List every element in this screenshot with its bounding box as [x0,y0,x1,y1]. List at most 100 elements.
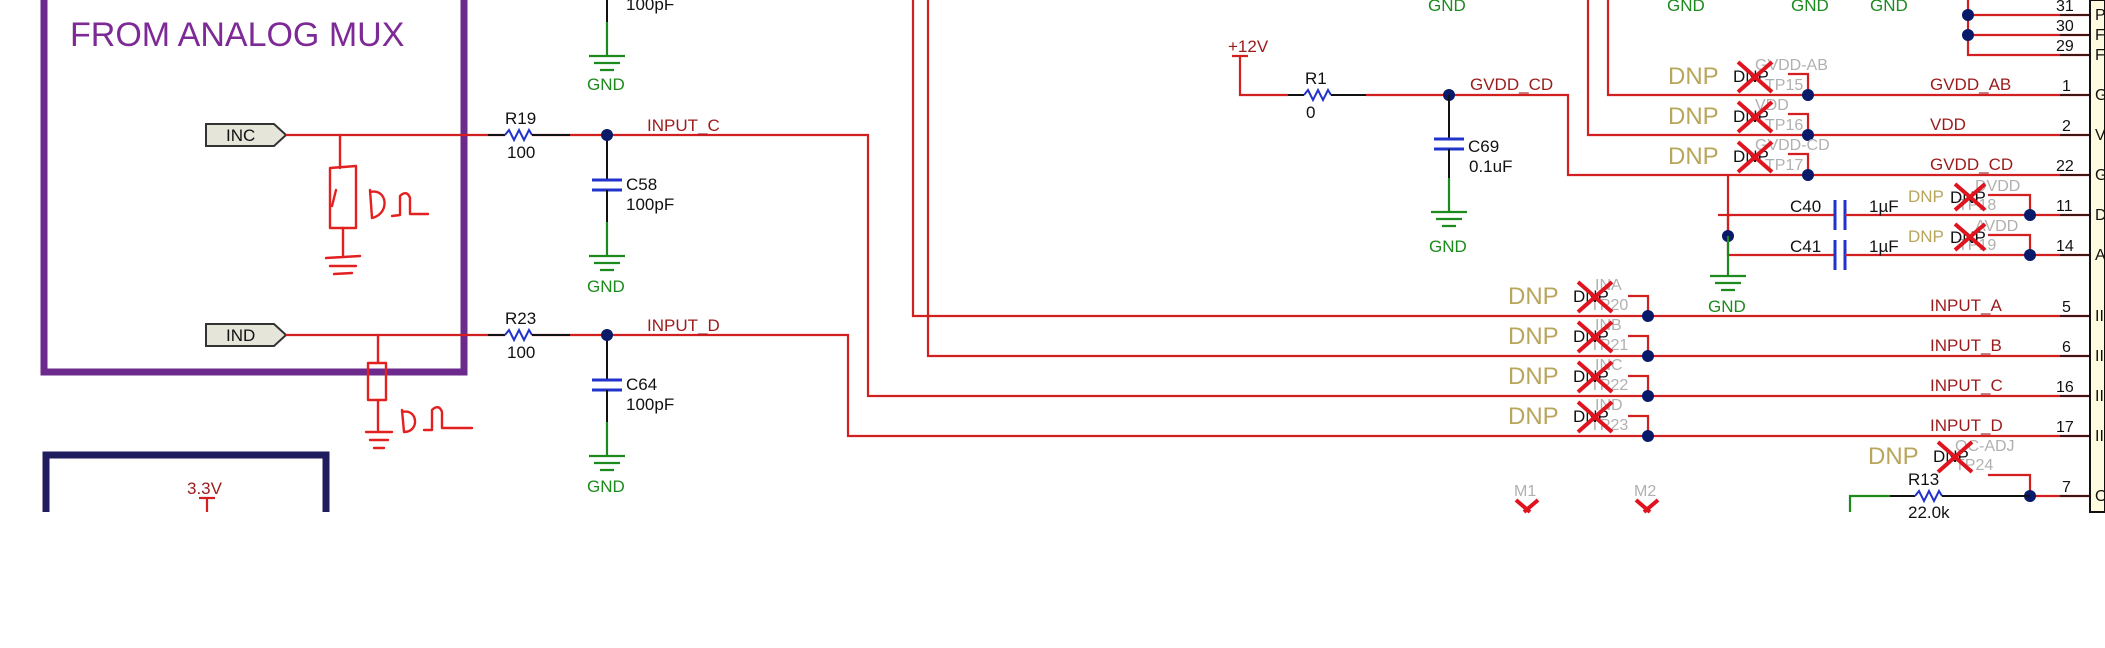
gnd-label: GND [587,477,625,496]
jumper-tp20-ina: DNP INA TP20 DNP [1508,277,1628,314]
net-gvdd-cd-right: GVDD_CD [1930,155,2013,174]
pin-number: 5 [2062,299,2071,316]
pin-name: P [2095,7,2105,24]
jumper-tp17-gvdd-cd: DNP GVDD-CD TP17 DNP [1668,137,1830,174]
pin-number: 11 [2056,198,2073,215]
c69-value: 0.1uF [1469,157,1512,176]
r13-value: 22.0k [1908,503,1950,522]
gnd-label: GND [1870,0,1908,15]
c40-value: 1µF [1869,197,1899,216]
ink-annotation-lower [364,333,474,450]
capacitor-c40: C40 1µF [1790,197,1910,230]
jumper-tp18-dvdd: DNP DVDD TP18 DNP [1908,178,2020,214]
gnd-label: GND [1708,297,1746,316]
jumper-tp21-inb: DNP INB TP21 DNP [1508,317,1628,354]
ic-connector-edge: 31 30 29 1 2 22 11 14 5 6 16 17 7 P F F … [2056,0,2105,513]
gnd-label: GND [1791,0,1829,15]
jumper-tp15-gvdd-ab: DNP GVDD-AB TP15 DNP [1668,57,1828,94]
power-12v-label: +12V [1228,37,1269,56]
c64-value: 100pF [626,395,674,414]
capacitor-c41: C41 1µF [1790,237,1910,270]
jumper-ref: TP16 [1765,117,1803,134]
jumper-tp19-avdd: DNP AVDD TP19 DNP [1908,218,2018,254]
gnd-label: GND [587,277,625,296]
analog-mux-title: FROM ANALOG MUX [70,16,404,54]
mount-m2: M2 [1634,483,1660,514]
pin-number: 30 [2056,18,2074,35]
port-inc: INC [205,123,288,147]
pin-name: F [2095,27,2105,44]
dnp-label: DNP [1508,363,1559,390]
pin-name: F [2095,47,2105,64]
partial-cap-value: 100pF [626,0,674,14]
ink-annotation-upper [324,133,430,276]
net-input-a: INPUT_A [1930,296,2002,315]
pin-number: 2 [2062,118,2071,135]
port-ind: IND [205,323,288,347]
resistor-r1: R1 0 [1288,69,1366,122]
jumper-tp22-inc: DNP INC TP22 DNP [1508,357,1628,394]
dnp-label: DNP [1868,443,1919,470]
jumper-ref: TP24 [1955,457,1993,474]
r23-value: 100 [507,343,535,362]
pin-name: G [2095,167,2105,184]
pin-name: D [2095,207,2105,224]
mount-label: M2 [1634,483,1656,500]
power-12v: +12V [1228,37,1288,97]
jumper-tp24-oc-adj: DNP OC-ADJ TP24 DNP [1868,438,2015,474]
port-ind-label: IND [226,326,255,345]
r1-ref: R1 [1305,69,1327,88]
pin-name: II [2095,348,2104,365]
pin-name: II [2095,308,2104,325]
dnp-label: DNP [1508,283,1559,310]
pin-number: 29 [2056,38,2074,55]
net-gvdd-cd-label: GVDD_CD [1470,75,1553,94]
resistor-r19: R19 100 [488,109,570,162]
jumper-ref: TP17 [1765,157,1803,174]
partial-capacitor-top: 100pF GND [587,0,674,94]
net-vdd: VDD [1930,115,1966,134]
c58-value: 100pF [626,195,674,214]
net-gvdd-ab: GVDD_AB [1930,75,2011,94]
jumper-name: AVDD [1975,218,2018,235]
resistor-r23: R23 100 [488,309,570,362]
c69-ref: C69 [1468,137,1499,156]
pin-name: O [2095,488,2105,505]
r19-value: 100 [507,143,535,162]
pin-number: 17 [2056,419,2074,436]
jumper-name: GVDD-CD [1755,137,1830,154]
r13-ref: R13 [1908,470,1939,489]
c40-ref: C40 [1790,197,1821,216]
pin-name: II [2095,428,2104,445]
dnp-label: DNP [1908,187,1944,206]
pin-number: 14 [2056,238,2074,255]
mount-m1: M1 [1514,483,1540,514]
net-input-b: INPUT_B [1930,336,2002,355]
jumper-tp16-vdd: DNP VDD TP16 DNP [1668,97,1803,134]
jumper-ref: TP15 [1765,77,1803,94]
pin-number: 16 [2056,379,2074,396]
r19-ref: R19 [505,109,536,128]
pin-number: 7 [2062,479,2071,496]
c64-ref: C64 [626,375,657,394]
capacitor-c69: C69 0.1uF GND [1429,95,1512,256]
pin-name: V [2095,127,2105,144]
capacitor-c58: C58 100pF GND [587,135,674,296]
c41-ref: C41 [1790,237,1821,256]
pin-name: A [2095,247,2105,264]
capacitor-c64: C64 100pF GND [587,335,674,496]
dnp-label: DNP [1908,227,1944,246]
dnp-label: DNP [1508,403,1559,430]
c58-ref: C58 [626,175,657,194]
dnp-label: DNP [1668,143,1719,170]
gnd-label: GND [587,75,625,94]
pin-number: 31 [2056,0,2074,15]
c41-value: 1µF [1869,237,1899,256]
r23-ref: R23 [505,309,536,328]
power-3v3-label: 3.3V [187,479,223,498]
net-input-d-left: INPUT_D [647,316,720,335]
jumper-name: GVDD-AB [1755,57,1828,74]
dnp-label: DNP [1508,323,1559,350]
jumper-tp23-ind: DNP IND TP23 DNP [1508,397,1628,434]
